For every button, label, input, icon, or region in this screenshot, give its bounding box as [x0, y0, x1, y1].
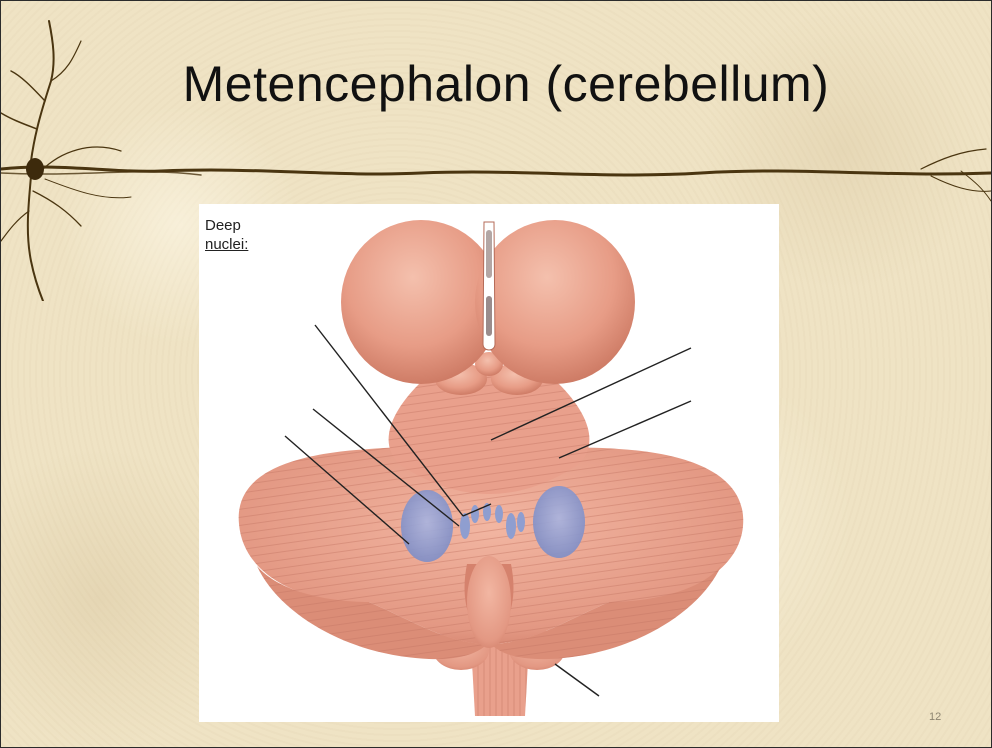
- deep-nuclei-label-line1: Deep: [205, 216, 248, 235]
- deep-nuclei-label-line2: nuclei:: [205, 235, 248, 254]
- page-number: 12: [929, 711, 941, 723]
- cerebellum-anatomy-illustration: [199, 204, 779, 722]
- figure-panel: Deep nuclei:: [199, 204, 779, 722]
- slide-title: Metencephalon (cerebellum): [1, 55, 992, 113]
- deep-nuclei-label: Deep nuclei:: [205, 216, 248, 254]
